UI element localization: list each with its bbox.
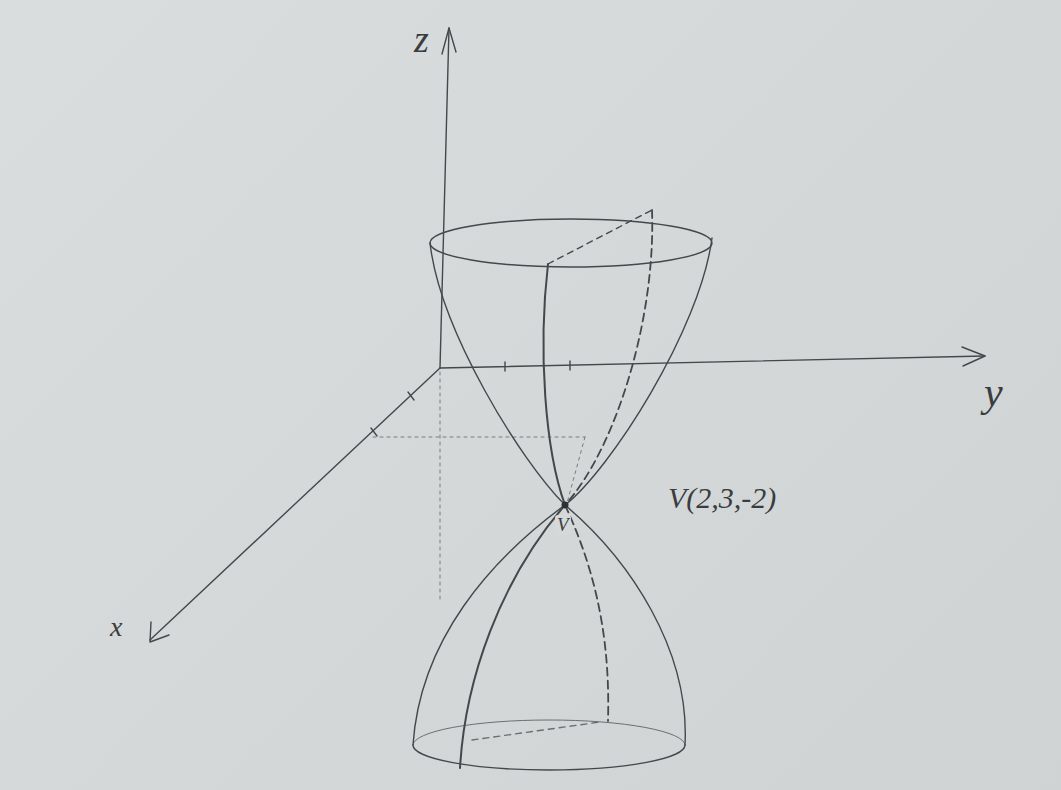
upper-cone-side [430, 243, 565, 505]
upper-ellipse [430, 219, 712, 267]
hidden-chord [472, 722, 600, 740]
x-axis [150, 368, 440, 640]
x-arrowhead [150, 622, 169, 642]
generatrix-hidden [565, 505, 608, 721]
axis-label: x [110, 612, 122, 641]
z-arrowhead [442, 28, 456, 54]
axis-label: y [984, 370, 1003, 414]
point-coordinates: V(2,3,-2) [668, 482, 776, 514]
lower-ellipse-back [413, 720, 685, 745]
lower-cone-side [413, 505, 565, 745]
z-axis [440, 28, 449, 368]
vertex-point [562, 502, 569, 509]
generatrix-line [543, 264, 565, 505]
y-ticks [505, 361, 570, 371]
axis-label: z [414, 20, 429, 60]
y-arrowhead [962, 347, 985, 366]
projection-guides [373, 372, 585, 600]
y-axis [440, 356, 985, 368]
lower-cone-side [565, 505, 685, 745]
lower-ellipse-front [413, 745, 685, 770]
hidden-chord [548, 210, 652, 264]
vertex-label: V [555, 515, 571, 535]
x-ticks [371, 392, 414, 436]
upper-cone-side [565, 238, 712, 505]
generatrix-hidden [565, 210, 652, 505]
